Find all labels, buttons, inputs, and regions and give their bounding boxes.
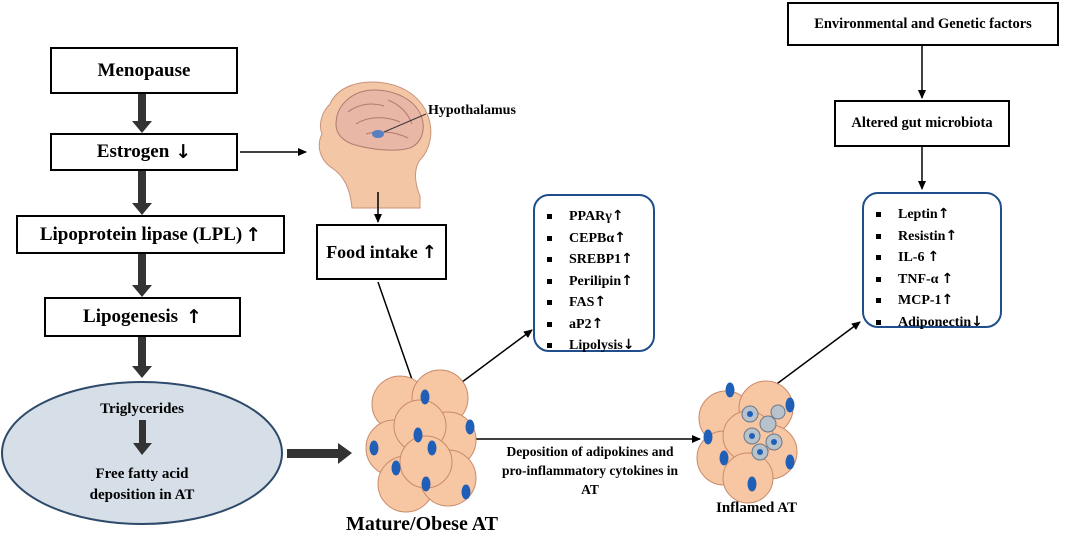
gut-microbiota-label: Altered gut microbiota	[851, 115, 993, 131]
gene-item: Perilipin↑	[547, 271, 645, 293]
ffa-label-line2: deposition in AT	[89, 487, 195, 503]
food-intake-label: Food intake	[326, 241, 418, 262]
down-arrow-icon: ↓	[622, 337, 635, 353]
up-arrow-icon: ↑	[941, 292, 954, 308]
menopause-box: Menopause	[50, 47, 238, 94]
menopause-label: Menopause	[97, 59, 191, 81]
food-intake-up-arrow-icon: ↑	[421, 241, 437, 263]
lipogenesis-up-arrow-icon: ↑	[186, 306, 202, 328]
head-brain-image	[318, 81, 432, 209]
up-arrow-icon: ↑	[927, 249, 940, 265]
mature-at-label: Mature/Obese AT	[346, 513, 499, 535]
deposition-text-line3: AT	[581, 482, 599, 497]
arrow-food-mature	[377, 281, 418, 392]
mature-genes-box: PPARγ↑ CEPBα↑ SREBP1↑ Perilipin↑ FAS↑ aP…	[533, 194, 655, 353]
cytokine-item: IL-6↑	[876, 247, 992, 269]
estrogen-label: Estrogen	[96, 141, 170, 162]
lipogenesis-box: Lipogenesis ↑	[44, 297, 241, 337]
deposition-text-line2: pro-inflammatory cytokines in	[502, 463, 678, 478]
up-arrow-icon: ↑	[591, 315, 604, 332]
lipogenesis-label: Lipogenesis	[83, 306, 179, 327]
cytokines-box: Leptin↑ Resistin↑ IL-6↑ TNF-α↑ MCP-1↑ Ad…	[862, 192, 1002, 330]
lpl-box: Lipoprotein lipase (LPL) ↑	[16, 215, 285, 254]
down-arrow-icon: ↓	[971, 313, 983, 330]
thick-arrow-inside-ellipse	[133, 420, 152, 455]
up-arrow-icon: ↑	[941, 270, 954, 287]
env-genetic-label: Environmental and Genetic factors	[814, 15, 1032, 32]
gene-item: CEPBα↑	[547, 228, 645, 250]
up-arrow-icon: ↑	[594, 294, 607, 310]
arrow-inflamed-cytokines	[773, 321, 861, 387]
cytokine-item: TNF-α↑	[876, 269, 992, 291]
thick-arrow-lipogenesis-ellipse	[132, 337, 152, 378]
gene-item: FAS↑	[547, 292, 645, 314]
lpl-label: Lipoprotein lipase (LPL)	[39, 223, 243, 245]
deposition-text-line1: Deposition of adipokines and	[506, 444, 674, 459]
up-arrow-icon: ↑	[614, 229, 626, 246]
gene-item: aP2↑	[547, 314, 645, 336]
gene-item: Lipolysis↓	[547, 335, 645, 357]
estrogen-box: Estrogen ↓	[50, 133, 238, 171]
cytokine-item: Leptin↑	[876, 204, 992, 226]
inflamed-adipose-tissue	[696, 380, 798, 504]
up-arrow-icon: ↑	[945, 227, 958, 244]
up-arrow-icon: ↑	[621, 251, 633, 267]
cytokine-item: MCP-1↑	[876, 290, 992, 312]
up-arrow-icon: ↑	[621, 272, 633, 289]
ffa-label-line1: Free fatty acid	[95, 466, 189, 482]
up-arrow-icon: ↑	[611, 208, 624, 224]
triglycerides-label: Triglycerides	[100, 401, 184, 417]
lpl-up-arrow-icon: ↑	[245, 223, 262, 246]
hypothalamus-label: Hypothalamus	[428, 103, 516, 118]
thick-arrow-menopause-estrogen	[132, 94, 152, 133]
thick-arrow-ellipse-mature	[287, 443, 352, 464]
gene-item: SREBP1↑	[547, 249, 645, 271]
cytokine-item: Adiponectin↓	[876, 312, 992, 334]
mature-adipose-tissue	[365, 369, 477, 513]
env-genetic-box: Environmental and Genetic factors	[787, 2, 1059, 46]
cytokine-item: Resistin↑	[876, 226, 992, 248]
estrogen-down-arrow-icon: ↓	[175, 141, 192, 163]
gene-item: PPARγ↑	[547, 206, 645, 228]
gut-microbiota-box: Altered gut microbiota	[834, 100, 1010, 147]
inflamed-at-label: Inflamed AT	[716, 500, 797, 516]
up-arrow-icon: ↑	[937, 206, 950, 222]
thick-arrow-estrogen-lpl	[132, 170, 152, 215]
food-intake-box: Food intake ↑	[316, 224, 447, 280]
thick-arrow-lpl-lipogenesis	[132, 254, 152, 297]
